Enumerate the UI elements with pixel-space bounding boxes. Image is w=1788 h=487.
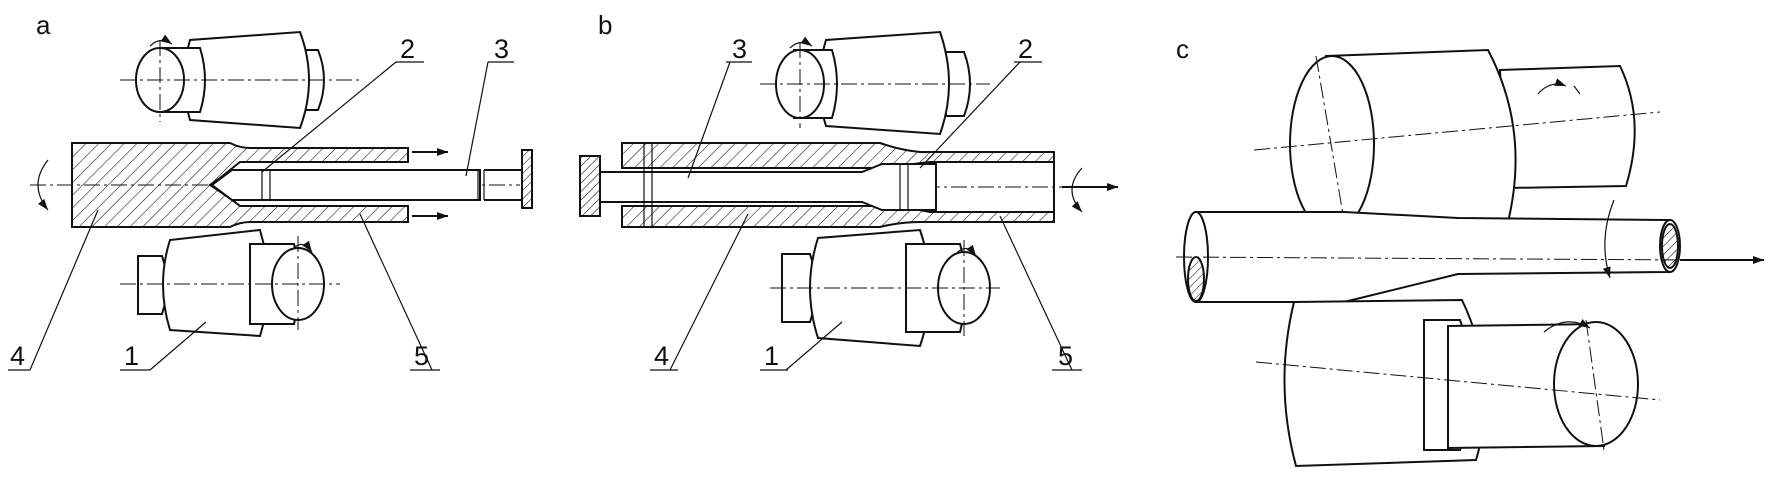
panel-a-bottom-roll <box>120 228 340 338</box>
panel-c-rod <box>1175 199 1764 303</box>
panel-a-number-2: 2 <box>400 34 415 64</box>
panel-c-bottom-roll <box>1255 298 1661 468</box>
panel-a-top-roll <box>120 30 360 130</box>
panel-b-number-1: 1 <box>764 341 779 371</box>
panel-b-bottom-roll <box>770 228 1000 348</box>
panel-a-label: a <box>36 10 51 40</box>
panel-a: a <box>8 10 533 371</box>
panel-a-number-1: 1 <box>124 341 139 371</box>
panel-b-tube <box>579 142 1118 228</box>
panel-a-callouts: 2 3 4 1 5 <box>8 34 514 371</box>
panel-b-number-3: 3 <box>732 34 747 64</box>
panel-b-number-2: 2 <box>1018 34 1033 64</box>
panel-b-number-5: 5 <box>1058 341 1073 371</box>
panel-b-callouts: 3 2 4 1 5 <box>650 34 1082 371</box>
panel-b: b <box>579 10 1118 371</box>
panel-b-label: b <box>598 10 612 40</box>
panel-a-number-3: 3 <box>494 34 509 64</box>
panel-c-top-roll <box>1253 48 1661 234</box>
panel-c: c <box>1175 34 1764 468</box>
panel-b-top-roll <box>760 30 990 136</box>
panel-a-number-5: 5 <box>414 341 429 371</box>
panel-a-number-4: 4 <box>10 341 25 371</box>
panel-c-label: c <box>1176 34 1189 64</box>
panel-a-billet <box>30 142 533 228</box>
panel-b-number-4: 4 <box>654 341 669 371</box>
